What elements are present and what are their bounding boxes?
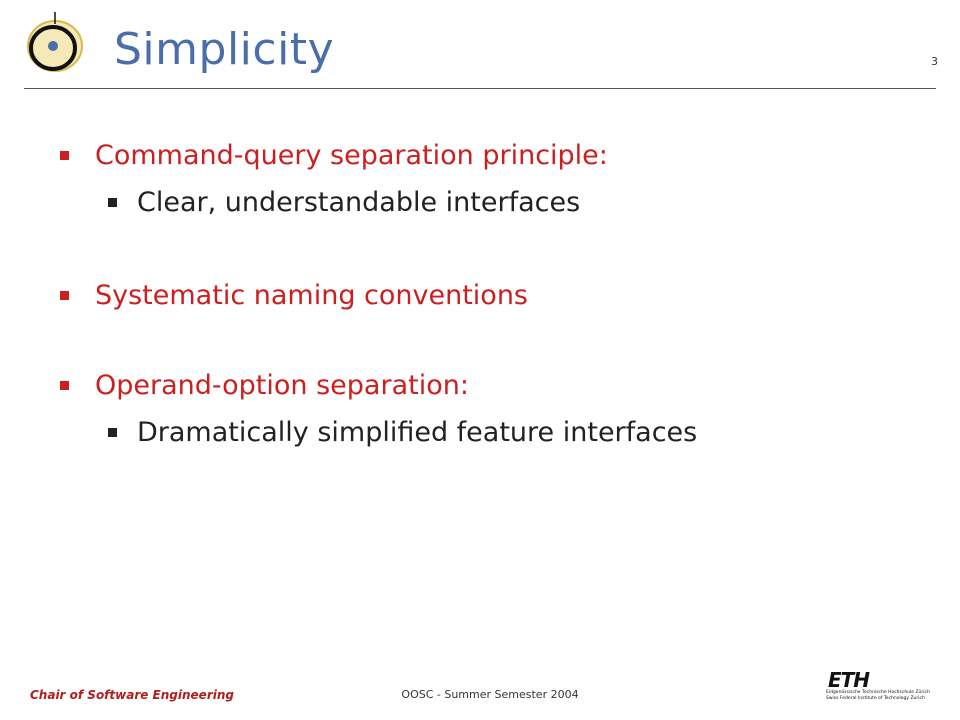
bullet-text: Operand-option separation:: [95, 370, 469, 401]
bullet-text: Systematic naming conventions: [95, 280, 529, 311]
eth-logo-line-de: Eidgenössische Technische Hochschule Zür…: [826, 690, 930, 695]
square-bullet-icon: [60, 381, 69, 390]
square-bullet-icon: [60, 291, 69, 300]
sub-bullet-item: Dramatically simplified feature interfac…: [108, 417, 697, 448]
eth-logo: ETH Eidgenössische Technische Hochschule…: [826, 670, 942, 712]
bullet-item: Command-query separation principle:: [60, 140, 608, 171]
footer-course: OOSC - Summer Semester 2004: [401, 688, 579, 701]
square-bullet-icon: [108, 198, 117, 207]
bullet-text: Command-query separation principle:: [95, 140, 608, 171]
square-bullet-icon: [60, 151, 69, 160]
bullet-item: Operand-option separation:: [60, 370, 469, 401]
header-divider: [24, 88, 936, 89]
bullet-item: Systematic naming conventions: [60, 280, 528, 311]
eth-logo-mark: ETH: [828, 668, 870, 692]
bullet-text: Clear, understandable interfaces: [137, 187, 581, 218]
eth-logo-line-en: Swiss Federal Institute of Technology Zu…: [826, 696, 925, 701]
page-number: 3: [931, 55, 938, 68]
bullet-text: Dramatically simplified feature interfac…: [137, 417, 698, 448]
footer-chair-name: Chair of Software Engineering: [30, 688, 234, 702]
slide-title: Simplicity: [114, 24, 335, 75]
chair-logo-icon: [27, 12, 83, 72]
square-bullet-icon: [108, 428, 117, 437]
sub-bullet-item: Clear, understandable interfaces: [108, 187, 580, 218]
